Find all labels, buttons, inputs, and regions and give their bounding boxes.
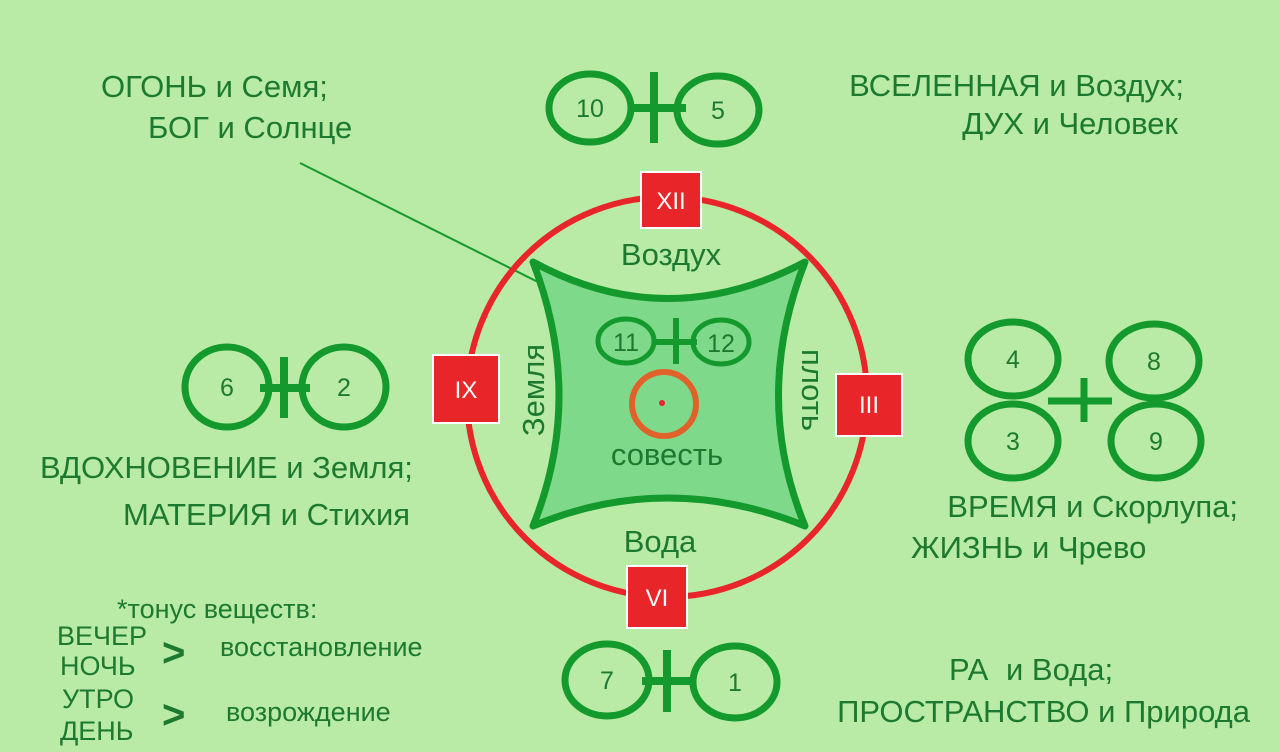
roman-marker-left: IX xyxy=(432,354,500,424)
ra-line-2: ПРОСТРАНСТВО и Природа xyxy=(837,694,1251,729)
universe-line-1: ВСЕЛЕННАЯ и Воздух; xyxy=(849,68,1184,103)
label-flesh: плоть xyxy=(795,349,830,431)
num-4: 4 xyxy=(1006,346,1020,374)
bottom-pair-7-1: 7 1 xyxy=(561,640,781,722)
legend-restoration: восстановление xyxy=(220,632,423,662)
label-conscience: совесть xyxy=(611,437,723,472)
legend-evening: ВЕЧЕР xyxy=(57,621,147,651)
conscience-center-dot xyxy=(659,400,665,406)
legend-arrow-1: > xyxy=(162,631,185,675)
inspiration-line-2: МАТЕРИЯ и Стихия xyxy=(123,497,410,532)
top-pair-10-5: 10 5 xyxy=(545,70,763,148)
fire-line-1: ОГОНЬ и Семя; xyxy=(101,69,328,104)
roman-vi: VI xyxy=(646,585,669,612)
roman-xii: XII xyxy=(656,188,685,215)
num-8: 8 xyxy=(1147,348,1161,376)
legend-day: ДЕНЬ xyxy=(60,716,134,746)
num-9: 9 xyxy=(1149,428,1163,456)
left-pair-6-2: 6 2 xyxy=(181,343,390,431)
ra-water-label: и Вода; xyxy=(1006,652,1113,687)
num-11: 11 xyxy=(613,329,639,357)
roman-marker-top: XII xyxy=(640,171,702,229)
num-1: 1 xyxy=(728,669,742,697)
roman-iii: III xyxy=(859,392,879,419)
label-air: Воздух xyxy=(621,237,722,272)
inspiration-line-1: ВДОХНОВЕНИЕ и Земля; xyxy=(40,450,413,485)
roman-marker-right: III xyxy=(835,373,903,437)
roman-marker-bottom: VI xyxy=(626,565,688,629)
legend-rebirth: возрождение xyxy=(226,697,391,727)
inner-pair-11-12: 11 12 xyxy=(595,316,752,367)
legend-title: *тонус веществ: xyxy=(117,594,317,624)
num-10: 10 xyxy=(576,95,604,123)
num-12: 12 xyxy=(707,330,735,358)
label-earth: Земля xyxy=(516,344,551,436)
right-quad-4-8-3-9: 4 8 3 9 xyxy=(964,318,1205,482)
label-water: Вода xyxy=(624,524,697,559)
ra-label: РА xyxy=(949,652,989,687)
fire-line-2: БОГ и Солнце xyxy=(148,110,352,145)
num-7: 7 xyxy=(600,667,614,695)
num-5: 5 xyxy=(711,97,725,125)
legend-morning: УТРО xyxy=(62,684,134,714)
inner-concave-square xyxy=(529,258,809,530)
num-6: 6 xyxy=(220,374,234,402)
num-2: 2 xyxy=(337,374,351,402)
legend-arrow-2: > xyxy=(162,693,185,737)
num-3: 3 xyxy=(1006,428,1020,456)
time-line-2: ЖИЗНЬ и Чрево xyxy=(911,530,1146,565)
universe-line-2: ДУХ и Человек xyxy=(962,106,1178,141)
time-line-1: ВРЕМЯ и Скорлупа; xyxy=(947,489,1238,524)
roman-ix: IX xyxy=(455,377,478,404)
legend-night: НОЧЬ xyxy=(60,651,136,681)
conscience-circle xyxy=(629,369,699,439)
